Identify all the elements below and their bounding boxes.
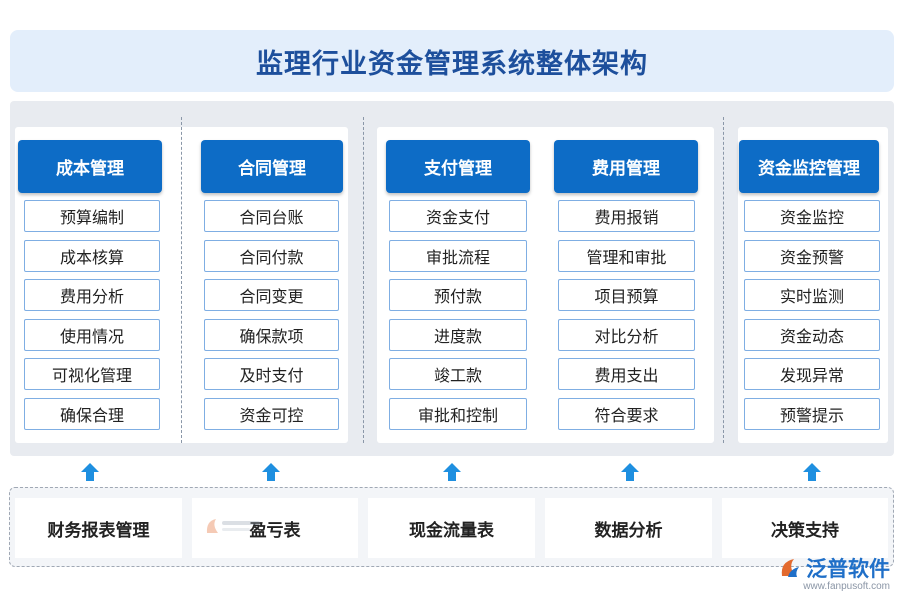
column-item: 确保款项 (204, 319, 339, 351)
column-item: 合同台账 (204, 200, 339, 232)
column-item: 资金支付 (389, 200, 527, 232)
column-item: 竣工款 (389, 358, 527, 390)
column-item: 合同变更 (204, 279, 339, 311)
column-item: 发现异常 (744, 358, 880, 390)
arrow-up-icon (262, 463, 280, 481)
column-item: 符合要求 (558, 398, 695, 430)
arrow-up-icon (443, 463, 461, 481)
brand-logo: 泛普软件 www.fanpusoft.com (778, 553, 890, 592)
column-item: 项目预算 (558, 279, 695, 311)
column-item: 合同付款 (204, 240, 339, 272)
column-item: 费用报销 (558, 200, 695, 232)
column-item: 审批和控制 (389, 398, 527, 430)
column-header-fund-monitoring: 资金监控管理 (739, 140, 879, 193)
column-item: 可视化管理 (24, 358, 160, 390)
fanpu-logo-icon (781, 559, 799, 577)
column-item: 资金动态 (744, 319, 880, 351)
foundation-item-profit-loss: 盈亏表 (192, 498, 358, 558)
column-item: 对比分析 (558, 319, 695, 351)
separator (181, 117, 182, 443)
arrow-up-icon (621, 463, 639, 481)
column-item: 成本核算 (24, 240, 160, 272)
column-item: 预付款 (389, 279, 527, 311)
foundation-item-decision-support: 决策支持 (722, 498, 888, 558)
separator (723, 117, 724, 443)
column-item: 预算编制 (24, 200, 160, 232)
foundation-item-financial-reports: 财务报表管理 (15, 498, 182, 558)
foundation-item-data-analysis: 数据分析 (545, 498, 712, 558)
column-item: 费用分析 (24, 279, 160, 311)
separator (363, 117, 364, 443)
column-item: 费用支出 (558, 358, 695, 390)
column-item: 使用情况 (24, 319, 160, 351)
column-header-payment: 支付管理 (386, 140, 530, 193)
column-item: 确保合理 (24, 398, 160, 430)
brand-name: 泛普软件 (806, 557, 890, 581)
column-item: 及时支付 (204, 358, 339, 390)
watermark-logo-icon (206, 519, 260, 533)
diagram-title: 监理行业资金管理系统整体架构 (256, 48, 648, 80)
column-item: 资金预警 (744, 240, 880, 272)
foundation-item-cash-flow: 现金流量表 (368, 498, 535, 558)
column-header-cost: 成本管理 (18, 140, 162, 193)
title-bar: 监理行业资金管理系统整体架构 (10, 30, 894, 92)
column-item: 管理和审批 (558, 240, 695, 272)
column-header-expense: 费用管理 (554, 140, 698, 193)
arrow-up-icon (803, 463, 821, 481)
column-item: 实时监测 (744, 279, 880, 311)
column-item: 预警提示 (744, 398, 880, 430)
column-item: 进度款 (389, 319, 527, 351)
arrow-up-icon (81, 463, 99, 481)
brand-url: www.fanpusoft.com (803, 581, 890, 592)
column-header-contract: 合同管理 (201, 140, 343, 193)
column-item: 资金可控 (204, 398, 339, 430)
column-item: 资金监控 (744, 200, 880, 232)
column-item: 审批流程 (389, 240, 527, 272)
